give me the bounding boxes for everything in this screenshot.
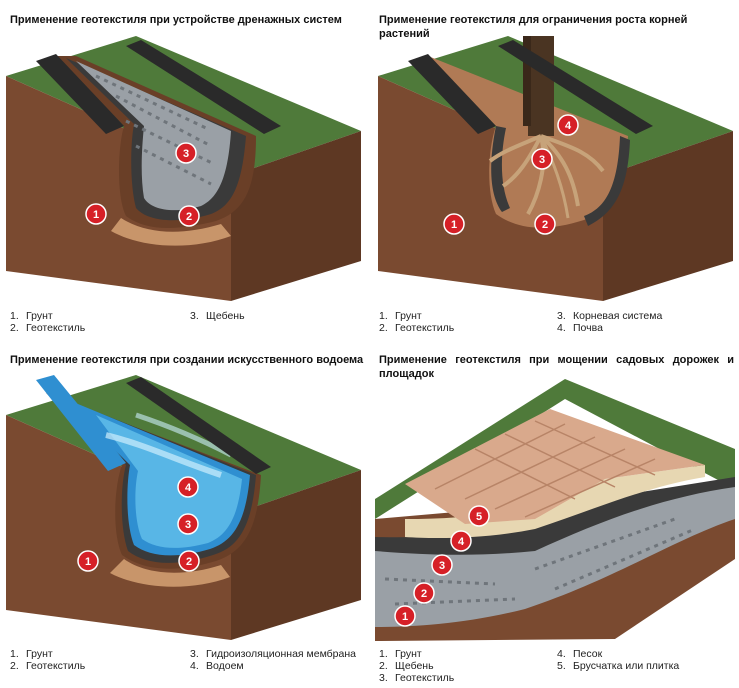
badge-3: 3 (531, 148, 553, 170)
legend-item: 3.Щебень (190, 310, 245, 322)
roots-illustration: 1 2 3 4 (378, 36, 733, 301)
svg-text:4: 4 (185, 482, 192, 494)
badge-1: 1 (77, 550, 99, 572)
legend-item: 1.Грунт (10, 310, 53, 322)
badge-3: 3 (175, 142, 197, 164)
badge-2: 2 (178, 205, 200, 227)
badge-4: 4 (557, 114, 579, 136)
legend-item: 2.Геотекстиль (10, 322, 86, 334)
legend-item: 3.Геотекстиль (379, 672, 455, 684)
legend-item: 3.Корневая система (557, 310, 663, 322)
badge-2: 2 (178, 550, 200, 572)
panel-title: Применение геотекстиля для ограничения р… (379, 14, 688, 40)
legend-item: 1.Грунт (379, 648, 422, 660)
badge-3: 3 (177, 513, 199, 535)
svg-text:2: 2 (186, 211, 192, 223)
svg-text:3: 3 (183, 148, 189, 160)
panel-title: Применение геотекстиля при устройстве др… (10, 14, 342, 26)
badge-4: 4 (177, 476, 199, 498)
svg-text:4: 4 (458, 536, 465, 548)
panel-roots: Применение геотекстиля для ограничения р… (370, 0, 739, 345)
legend-item: 1.Грунт (379, 310, 422, 322)
legend-item: 2.Щебень (379, 660, 434, 672)
panel-pond: Применение геотекстиля при создании иску… (0, 345, 370, 687)
legend-item: 1.Грунт (10, 648, 53, 660)
svg-text:2: 2 (186, 556, 192, 568)
badge-1: 1 (394, 605, 416, 627)
svg-text:3: 3 (539, 154, 545, 166)
legend-item: 2.Геотекстиль (379, 322, 455, 334)
legend-item: 5.Брусчатка или плитка (557, 660, 680, 672)
svg-text:2: 2 (421, 588, 427, 600)
svg-text:5: 5 (476, 511, 482, 523)
legend-drainage: 1.Грунт 2.Геотекстиль 3.Щебень (10, 310, 365, 340)
badge-2: 2 (534, 213, 556, 235)
legend-item: 4.Песок (557, 648, 603, 660)
svg-text:4: 4 (565, 120, 572, 132)
drainage-illustration: 1 2 3 (6, 36, 361, 301)
legend-item: 4.Почва (557, 322, 603, 334)
svg-text:1: 1 (451, 219, 457, 231)
badge-4: 4 (450, 530, 472, 552)
svg-text:3: 3 (439, 560, 445, 572)
legend-paving: 1.Грунт 2.Щебень 3.Геотекстиль 4.Песок 5… (379, 648, 734, 688)
legend-roots: 1.Грунт 2.Геотекстиль 3.Корневая система… (379, 310, 734, 340)
badge-5: 5 (468, 505, 490, 527)
legend-item: 2.Геотекстиль (10, 660, 86, 672)
panel-title: Применение геотекстиля при мощении садов… (379, 354, 734, 380)
badge-2: 2 (413, 582, 435, 604)
svg-text:1: 1 (85, 556, 91, 568)
svg-text:1: 1 (402, 611, 408, 623)
badge-3: 3 (431, 554, 453, 576)
legend-item: 3.Гидроизоляционная мембрана (190, 648, 356, 660)
legend-pond: 1.Грунт 2.Геотекстиль 3.Гидроизоляционна… (10, 648, 365, 678)
legend-item: 4.Водоем (190, 660, 244, 672)
badge-1: 1 (85, 203, 107, 225)
pond-illustration: 1 2 3 4 (6, 375, 361, 640)
panel-title: Применение геотекстиля при создании иску… (10, 354, 364, 366)
svg-text:1: 1 (93, 209, 99, 221)
panel-paving: Применение геотекстиля при мощении садов… (370, 345, 739, 687)
badge-1: 1 (443, 213, 465, 235)
panel-drainage: Применение геотекстиля при устройстве др… (0, 0, 370, 345)
svg-text:3: 3 (185, 519, 191, 531)
paving-illustration: 1 2 3 4 5 (375, 379, 735, 641)
svg-text:2: 2 (542, 219, 548, 231)
